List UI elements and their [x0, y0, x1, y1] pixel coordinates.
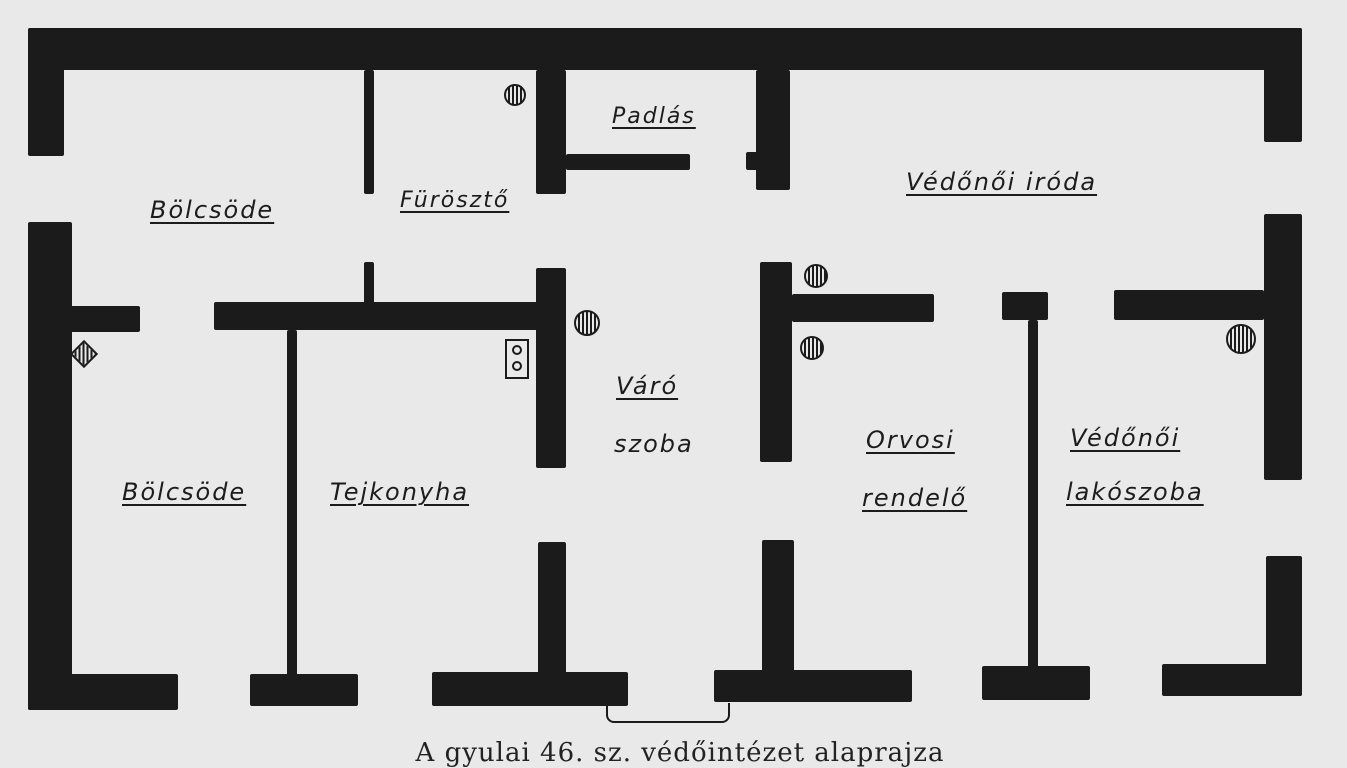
chimney-icon — [69, 339, 99, 369]
label-varo-line1: Váró — [616, 372, 679, 400]
wall-furoszto-right — [536, 70, 566, 194]
label-varo-line2: szoba — [614, 430, 694, 458]
label-vedonoi-lako-line2: lakószoba — [1066, 478, 1204, 506]
wall-kitchen-top — [214, 302, 564, 330]
label-bolcsode-bottom: Bölcsöde — [122, 478, 247, 506]
stove-icon — [574, 310, 600, 336]
wall-thin-orvosi — [1028, 320, 1038, 670]
wall-top — [28, 28, 1302, 70]
label-furoszto: Fürösztő — [400, 188, 510, 213]
label-bolcsode-top: Bölcsöde — [150, 196, 275, 224]
wall-thin-kitchen — [287, 330, 297, 676]
stove-icon — [800, 336, 824, 360]
wall-bottom-kitchen-base — [250, 674, 358, 706]
wall-bottom-right — [1162, 664, 1302, 696]
wall-left-lower — [28, 222, 72, 710]
label-orvosi-line1: Orvosi — [866, 426, 955, 454]
wall-right-middle — [1264, 214, 1302, 480]
wall-vedonoi-stub-right — [1114, 290, 1264, 320]
label-vedonoi-lako-line1: Védőnői — [1070, 424, 1181, 452]
wall-partition-thin-mid — [364, 262, 374, 304]
wall-bottom-left — [28, 674, 178, 710]
wall-orvosi-top — [792, 294, 934, 322]
wall-varo-left-pillar — [538, 542, 566, 682]
label-tejkonyha: Tejkonyha — [330, 478, 470, 506]
wall-varo-right-pillar — [762, 540, 794, 680]
figure-caption: A gyulai 46. sz. védőintézet alaprajza — [415, 738, 945, 768]
wall-bolcsode-stub — [64, 306, 140, 332]
wall-right-upper — [1264, 28, 1302, 142]
stove-icon — [504, 84, 526, 106]
entrance-step-icon — [606, 703, 730, 723]
wall-orvosi-left — [760, 262, 792, 462]
wall-padlas-shelf — [566, 154, 690, 170]
stove-icon — [1226, 324, 1256, 354]
wall-kitchen-right — [536, 268, 566, 468]
wall-vedonoi-stub-left — [1002, 292, 1048, 320]
wall-padlas-stub — [746, 152, 758, 170]
label-padlas: Padlás — [612, 104, 696, 129]
wall-padlas-right — [756, 70, 790, 190]
stove-icon — [804, 264, 828, 288]
wall-varo-left-base — [432, 672, 628, 706]
wall-partition-thin-top — [364, 70, 374, 194]
wall-varo-right-base — [714, 670, 912, 702]
sink-icon — [505, 339, 529, 379]
label-vedonoi-iroda: Védőnői iróda — [906, 168, 1098, 196]
wall-bottom-orvosi-base — [982, 666, 1090, 700]
label-orvosi-line2: rendelő — [862, 484, 968, 512]
wall-left-upper — [28, 28, 64, 156]
